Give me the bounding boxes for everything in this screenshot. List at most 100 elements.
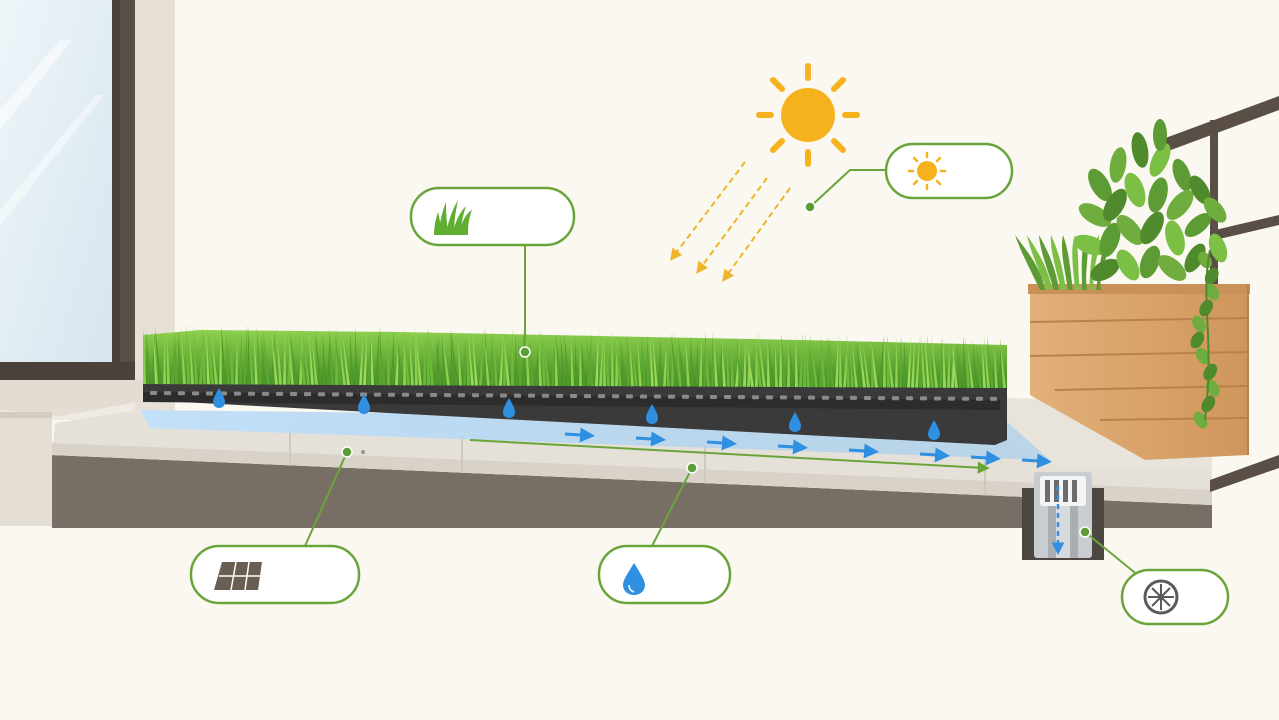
mat-drain-hole [878,396,885,401]
mat-drain-hole [612,394,619,399]
mat-drain-hole [430,392,437,397]
grass-blade [375,328,380,386]
mat-drain-hole [402,392,409,397]
grass-blade [629,338,634,387]
grass-blade [468,334,474,386]
drain-cover-icon [1143,579,1179,615]
grass-blade [828,336,834,388]
grass-blade [666,335,670,387]
grass-blade [525,332,530,386]
leaf [1190,331,1205,349]
mat-drain-hole [766,395,773,400]
grass-blade [926,334,934,388]
grass-blade [378,331,386,386]
grass-blade [805,334,810,388]
grass-blade [895,337,898,388]
leaf [1193,411,1208,429]
grass-blade [915,336,920,388]
grass-blade [457,335,462,386]
mat-drain-hole [976,396,983,401]
grass-blade [479,328,484,386]
mat-drain-hole [836,395,843,400]
flow-arrow [706,435,737,451]
grass-blade [755,341,762,387]
grass-blade [711,331,714,387]
grass-blade [423,334,426,386]
grass-blade [994,344,998,388]
grass-blade [947,343,950,388]
mat-drain-hole [304,392,311,397]
grass-blade [206,327,210,385]
mat-drain-hole [808,395,815,400]
grass-leaf [1027,235,1052,290]
grass-blade [999,339,1002,388]
mat-drain-hole [290,392,297,397]
grass-blade [467,337,470,386]
grass-blade [787,335,790,387]
flow-arrow [919,447,950,463]
grass-blade [329,328,334,385]
grass-blade [308,333,314,385]
grass-blade [747,337,751,387]
grass-blade [810,332,818,388]
grass-blade [186,323,190,385]
flow-arrow [970,450,1001,466]
grass-blade [555,332,558,386]
grass-blade [674,332,682,387]
grass-blade [835,335,839,388]
water-drop [646,404,658,424]
grass-blade [427,328,434,386]
grass-blade [862,341,870,388]
grass-blade [435,332,439,386]
window-sill [0,380,160,526]
grass-blade [685,333,690,387]
grass-blade [726,340,730,387]
grass-blade [758,331,766,387]
grass-blade [939,335,943,388]
grass-blade [247,326,250,385]
mat-drain-hole [892,396,899,401]
flow-arrow [777,439,808,455]
mat-drain-hole [234,391,241,396]
grass-blade [287,326,294,385]
grass-blade [581,338,586,387]
mat-drain-hole [738,395,745,400]
mat-drain-hole [654,394,661,399]
grass-blade [397,336,402,386]
grass-blade [649,333,654,387]
mat-drain-hole [514,393,521,398]
grass-blade [595,329,599,387]
grass-blade [695,340,698,387]
grass-blade [551,335,556,386]
grass-blade [163,330,166,385]
mat-drain-hole [150,391,157,396]
window [0,0,135,380]
mat-drain-hole [542,393,549,398]
mat-drain-hole [934,396,941,401]
grass-blade [587,332,592,387]
leaf [1206,379,1220,397]
grass-blade [703,331,706,387]
grass-blade [174,332,178,385]
grass-blade [517,336,522,386]
mat-drain-hole [864,396,871,401]
grass-blade [290,334,298,385]
grass-blade [735,341,740,387]
grass-blade [235,331,238,385]
grass-blade [652,335,658,387]
grass-blade [391,328,394,386]
callout-artificial-grass [409,186,576,247]
mat-drain-hole [822,395,829,400]
grass-tuft-icon [434,200,472,235]
grass-blade [541,329,546,386]
grass-blade [952,344,958,388]
mat-drain-hole [528,393,535,398]
potted-plants [1015,119,1228,429]
flow-arrow [848,443,879,459]
grass-blade [311,334,318,385]
grass-leaf [1039,235,1059,290]
grass-blade [883,338,886,388]
grass-blade [322,334,326,385]
leaf [1140,211,1164,245]
leaf [1088,168,1112,202]
